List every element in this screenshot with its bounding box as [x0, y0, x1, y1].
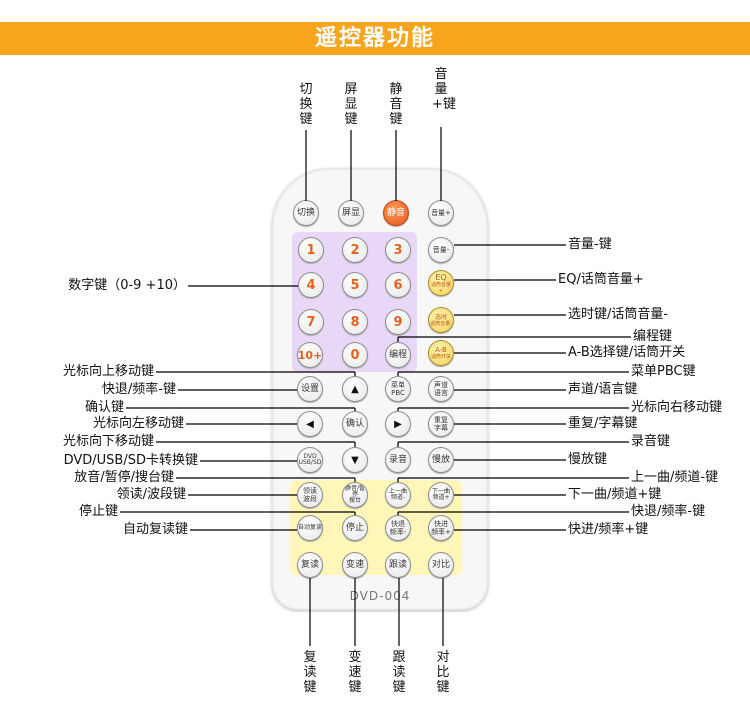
time-select-label: 选时: [434, 313, 447, 321]
label-previous-track: 上一曲/频道-键: [631, 470, 719, 485]
cursor-left-button[interactable]: ◀: [297, 411, 323, 437]
number-4-button[interactable]: 4: [298, 272, 324, 298]
label-number-keys: 数字键（0-9 +10）: [68, 278, 186, 293]
previous-channel-down-button[interactable]: 上一曲 频道-: [385, 482, 411, 508]
confirm-button[interactable]: 确认: [342, 411, 368, 437]
number-2-button[interactable]: 2: [342, 237, 368, 263]
mic-volume-down-label: 话筒音量-: [430, 320, 452, 327]
fast-back-freq-down-button[interactable]: 快退 频率-: [385, 515, 411, 541]
label-fast-forward: 快进/频率+键: [568, 522, 649, 537]
cursor-down-button[interactable]: ▼: [342, 447, 368, 473]
stop-button[interactable]: 停止: [342, 515, 368, 541]
number-6-button[interactable]: 6: [385, 272, 411, 298]
label-confirm: 确认键: [84, 400, 124, 415]
label-follow-key: 跟读键: [392, 650, 406, 695]
number-0-button[interactable]: 0: [342, 342, 368, 368]
follow-read-button[interactable]: 跟读: [385, 552, 411, 578]
label-auto-repeat: 自动复读键: [122, 522, 188, 537]
label-cursor-left: 光标向左移动键: [92, 416, 184, 431]
label-mute-key: 静音键: [389, 82, 403, 127]
label-speed-key: 变速键: [348, 650, 362, 695]
menu-pbc-button[interactable]: 菜单 PBC: [385, 376, 411, 402]
label-menu-pbc: 菜单PBC键: [631, 364, 696, 379]
program-button[interactable]: 编程: [385, 342, 411, 368]
next-channel-up-button[interactable]: 下一曲 频道+: [428, 482, 454, 508]
number-1-button[interactable]: 1: [298, 237, 324, 263]
fast-forward-freq-up-button[interactable]: 快进 频率+: [428, 515, 454, 541]
eq-label: EQ: [435, 272, 447, 282]
pbc-label: PBC: [391, 389, 405, 397]
label-ab-mic-switch: A-B选择键/话筒开关: [568, 345, 686, 360]
label-fast-back-right: 快退/频率-键: [631, 504, 706, 519]
title-banner: [0, 22, 750, 55]
label-lead-read: 领读/波段键: [116, 487, 186, 502]
dvd-usb-sd-switch-button[interactable]: DVD USB/SD: [297, 447, 323, 473]
label-cursor-up: 光标向上移动键: [62, 364, 154, 379]
label-switch-key: 切换键: [299, 82, 313, 127]
label-compare-key: 对比键: [436, 650, 450, 695]
cursor-up-button[interactable]: ▲: [342, 376, 368, 402]
label-source-switch: DVD/USB/SD卡转换键: [63, 453, 198, 468]
slow-play-button[interactable]: 慢放: [428, 447, 454, 473]
model-number: DVD-004: [349, 589, 411, 603]
mic-switch-label: 话筒开关: [430, 354, 451, 360]
setup-button[interactable]: 设置: [297, 376, 323, 402]
audio-language-button[interactable]: 声道 语言: [428, 376, 454, 402]
label-reread-key: 复读键: [303, 650, 317, 695]
volume-down-button[interactable]: 音量-: [428, 237, 454, 263]
number-5-button[interactable]: 5: [342, 272, 368, 298]
page-title: 遥控器功能: [314, 26, 435, 51]
menu-label: 菜单: [391, 381, 405, 389]
audio-channel-label: 声道: [434, 381, 448, 389]
number-8-button[interactable]: 8: [342, 309, 368, 335]
repeat-label: 重复: [434, 416, 448, 424]
record-button[interactable]: 录音: [385, 447, 411, 473]
label-screen-key: 屏显键: [344, 82, 358, 127]
label-audio-language: 声道/语言键: [568, 382, 638, 397]
number-3-button[interactable]: 3: [385, 237, 411, 263]
repeat-subtitle-button[interactable]: 重复 字幕: [428, 411, 454, 437]
volume-up-button[interactable]: 音量+: [428, 200, 454, 226]
reread-button[interactable]: 复读: [297, 552, 323, 578]
label-volume-up-key: 音量+键: [432, 67, 456, 112]
ab-mic-switch-button[interactable]: A-B 话筒开关: [428, 340, 454, 366]
label-next-track: 下一曲/频道+键: [568, 487, 662, 502]
label-slow-play: 慢放键: [568, 452, 608, 467]
number-9-button[interactable]: 9: [385, 309, 411, 335]
auto-repeat-read-button[interactable]: 自动复读: [297, 515, 323, 541]
label-program: 编程键: [633, 329, 673, 344]
label-eq-mic-up: EQ/话筒音量+: [558, 272, 644, 287]
label-play-pause: 放音/暂停/搜台键: [74, 470, 174, 485]
mute-button[interactable]: 静音: [383, 200, 409, 226]
eq-mic-volume-up-button[interactable]: EQ 话筒音量+: [428, 270, 454, 296]
number-10-plus-button[interactable]: 10+: [297, 342, 323, 368]
cursor-right-button[interactable]: ▶: [385, 411, 411, 437]
language-label: 语言: [434, 389, 448, 397]
label-repeat-subtitle: 重复/字幕键: [568, 416, 638, 431]
label-fast-back-left: 快退/频率-键: [101, 382, 176, 397]
compare-button[interactable]: 对比: [428, 552, 454, 578]
lead-read-band-button[interactable]: 领读 波段: [297, 482, 323, 508]
label-stop: 停止键: [78, 504, 118, 519]
label-cursor-down: 光标向下移动键: [62, 434, 154, 449]
mic-volume-up-label: 话筒音量+: [430, 281, 451, 294]
label-cursor-right: 光标向右移动键: [631, 400, 723, 415]
label-time-mic-down: 选时键/话筒音量-: [568, 307, 669, 322]
label-volume-down: 音量-键: [568, 237, 612, 252]
label-record: 录音键: [631, 434, 671, 449]
play-pause-tune-button[interactable]: 静音/暂停 搜台: [342, 482, 368, 508]
time-mic-volume-down-button[interactable]: 选时 话筒音量-: [428, 307, 454, 333]
number-7-button[interactable]: 7: [298, 309, 324, 335]
ab-label: A-B: [435, 346, 447, 354]
speed-change-button[interactable]: 变速: [342, 552, 368, 578]
subtitle-label: 字幕: [434, 424, 448, 432]
